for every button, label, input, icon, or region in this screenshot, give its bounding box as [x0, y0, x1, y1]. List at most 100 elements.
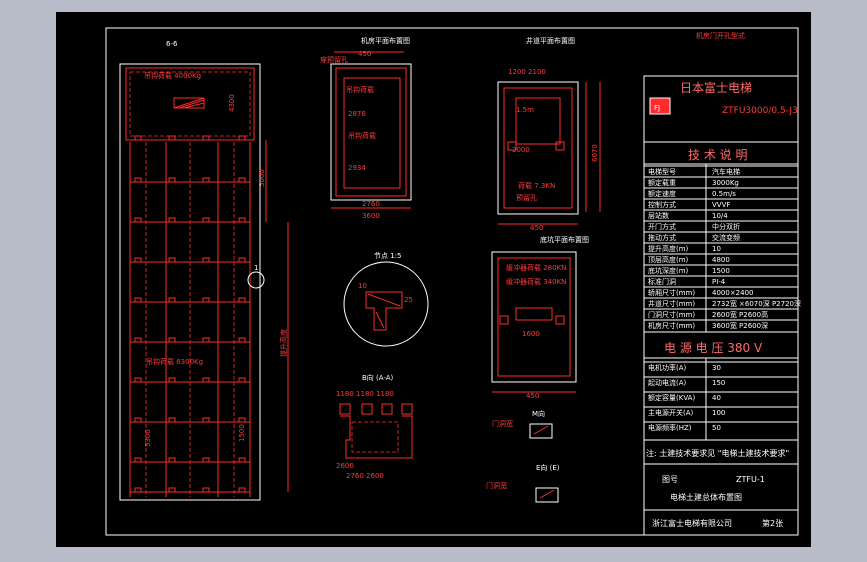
svg-text:2000: 2000	[512, 146, 530, 154]
svg-text:2760: 2760	[362, 200, 380, 208]
table-row-value: 交流变频	[712, 233, 740, 242]
svg-text:3600: 3600	[362, 212, 380, 220]
rail-bracket	[202, 257, 210, 263]
rail-bracket	[238, 417, 246, 423]
table-row-label: 电源频率(HZ)	[648, 423, 692, 432]
rail-bracket	[168, 417, 176, 423]
table-row-value: 4800	[712, 256, 730, 264]
pit-outline	[491, 251, 577, 383]
rail-bracket	[168, 377, 176, 383]
view-label-m: M向	[532, 409, 545, 418]
table-row-label: 轿厢尺寸(mm)	[648, 288, 695, 297]
dim-2600: 2600	[336, 462, 354, 470]
table-row-label: 控制方式	[648, 200, 676, 209]
svg-text:1600: 1600	[522, 330, 540, 338]
svg-text:450: 450	[526, 392, 539, 400]
hoistway-plan: 井道平面布置图 1200 2100 1.5m 2000 荷载 7.3KN 预留孔…	[497, 36, 601, 232]
view-label-hoistway: 井道平面布置图	[526, 36, 575, 45]
svg-text:2760 2600: 2760 2600	[346, 472, 384, 480]
drawing-label: 图号	[662, 475, 678, 484]
elevation-outline	[119, 63, 261, 501]
table-row-label: 起动电流(A)	[648, 378, 687, 387]
table-row-value: 10/4	[712, 212, 728, 220]
drawing-title: 电梯土建总体布置图	[670, 492, 742, 502]
rail-bracket	[238, 217, 246, 223]
company-title: 日本富士电梯	[680, 80, 752, 95]
rail-bracket	[168, 457, 176, 463]
table-row-value: 150	[712, 379, 725, 387]
power-heading: 电 源 电 压 380 V	[664, 341, 763, 355]
machine-room-plan: 机房平面布置图 450 穿预留孔 吊钩荷载 2878 吊钩荷载 2934 276…	[320, 36, 412, 220]
rail-bracket	[134, 177, 142, 183]
view-label-section-b: B向 (A-A)	[362, 373, 394, 382]
cad-drawing-canvas[interactable]: 6-6 吊钩荷载 4000Kg 4300 5000 提升高度 1 吊钩荷载 63…	[56, 12, 811, 547]
table-row-label: 井道尺寸(mm)	[648, 299, 695, 308]
table-row-label: 提升高度(m)	[648, 244, 689, 253]
company-logo-icon	[649, 97, 671, 115]
rail-bracket	[168, 135, 176, 141]
tech-note: 注: 土建技术要求见 "电梯土建技术要求"	[646, 448, 789, 458]
table-row-label: 机房尺寸(mm)	[648, 321, 695, 330]
table-row-value: PI-4	[712, 278, 726, 286]
drawing-frame	[105, 27, 799, 536]
table-row-label: 额定容量(KVA)	[648, 393, 695, 402]
dim-5000: 5000	[258, 169, 266, 187]
rail-bracket	[202, 457, 210, 463]
rail-bracket	[134, 417, 142, 423]
table-row-label: 主电源开关(A)	[648, 408, 694, 417]
section-b: B向 (A-A) 1180 1180 1180 2600 2760 2600	[336, 373, 413, 480]
table-row-label: 电梯型号	[648, 167, 676, 176]
elevation-view: 6-6 吊钩荷载 4000Kg 4300 5000 提升高度 1 吊钩荷载 63…	[119, 40, 289, 501]
rail-bracket	[168, 297, 176, 303]
svg-text:门洞宽: 门洞宽	[486, 481, 507, 490]
svg-text:缓冲器荷载 340KN: 缓冲器荷载 340KN	[506, 277, 566, 286]
rail-bracket	[238, 257, 246, 263]
dim-2934: 2934	[348, 164, 366, 172]
detail-circle	[343, 261, 429, 347]
rail-bracket	[202, 417, 210, 423]
detail-callout-1[interactable]	[247, 271, 265, 289]
table-row-value: 0.5m/s	[712, 190, 736, 198]
rail-bracket	[134, 217, 142, 223]
table-row-value: 3600宽 P2600深	[712, 321, 768, 330]
table-row-value: 1500	[712, 267, 730, 275]
dim-4300: 4300	[228, 94, 236, 112]
table-row-value: 中分双折	[712, 222, 740, 231]
svg-text:450: 450	[358, 50, 371, 58]
table-row-label: 底坑深度(m)	[648, 266, 689, 275]
rail-bracket	[238, 297, 246, 303]
view-label-machine: 机房平面布置图	[361, 36, 410, 45]
svg-text:提升高度: 提升高度	[279, 329, 288, 357]
table-row-label: 门洞尺寸(mm)	[648, 310, 695, 319]
svg-text:荷载 7.3KN: 荷载 7.3KN	[518, 181, 555, 190]
floor-slabs	[130, 135, 250, 493]
power-table: 电机功率(A)30起动电流(A)150额定容量(KVA)40主电源开关(A)10…	[644, 361, 798, 432]
rail-bracket	[134, 135, 142, 141]
table-row-value: 2600宽 P2600高	[712, 310, 768, 319]
model-number: ZTFU3000/0.5-J3	[722, 106, 798, 116]
table-row-value: 4000×2400	[712, 289, 754, 297]
rail-bracket	[202, 217, 210, 223]
rail-bracket	[238, 337, 246, 343]
door-sections: M向 门洞宽 E向 (E) 门洞宽	[486, 409, 560, 503]
dim-1200: 1200 2100	[508, 68, 546, 76]
rail-bracket	[202, 297, 210, 303]
table-row-label: 电机功率(A)	[648, 363, 687, 372]
svg-text:吊钩荷载: 吊钩荷载	[348, 131, 376, 140]
rail-bracket	[134, 457, 142, 463]
svg-text:1.5m: 1.5m	[516, 106, 534, 114]
svg-text:6070: 6070	[591, 144, 599, 162]
svg-text:门洞宽: 门洞宽	[492, 419, 513, 428]
rail-bracket	[238, 487, 246, 493]
rail-bracket	[168, 337, 176, 343]
rail-bracket	[202, 487, 210, 493]
rail-bracket	[238, 135, 246, 141]
table-row-label: 额定速度	[648, 189, 676, 198]
rail-bracket	[134, 377, 142, 383]
table-row-value: 3000Kg	[712, 179, 739, 187]
table-row-value: 10	[712, 245, 721, 253]
view-label-e: E向 (E)	[536, 463, 560, 472]
dim-2878: 2878	[348, 110, 366, 118]
svg-text:25: 25	[404, 296, 413, 304]
